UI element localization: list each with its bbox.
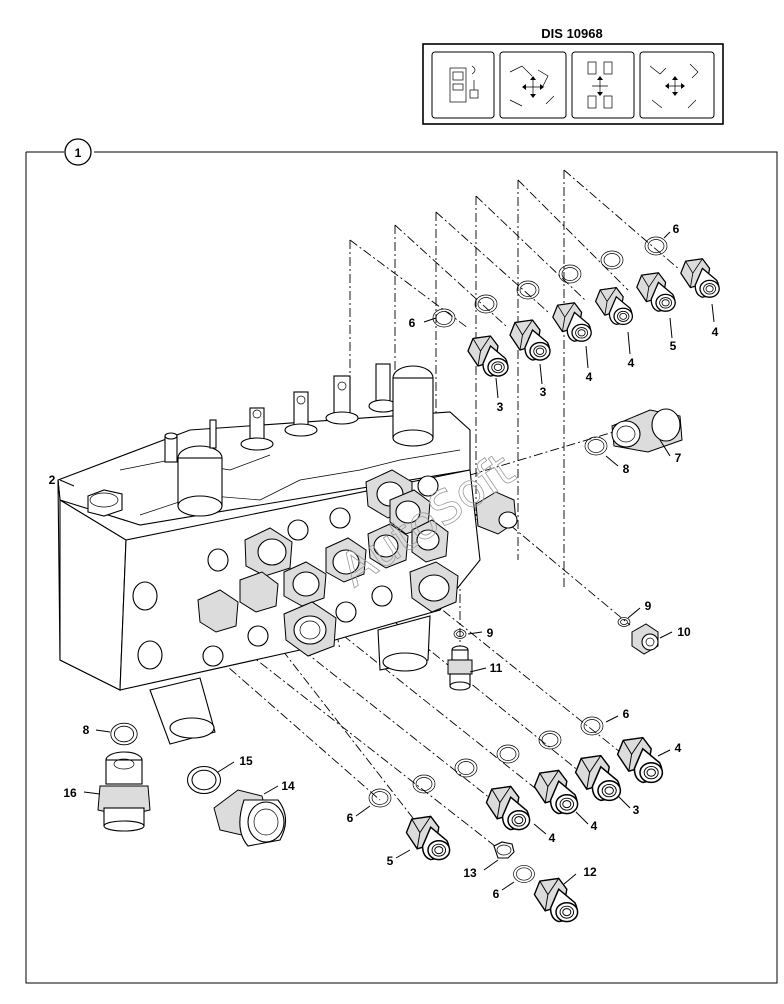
fitting-11	[447, 645, 473, 691]
callout-12: 12	[583, 865, 597, 879]
callout-4-lower-a: 4	[549, 831, 556, 845]
callout-4-lower-b: 4	[591, 819, 598, 833]
side-fittings	[447, 408, 683, 691]
callout-6-bottom: 6	[493, 887, 500, 901]
control-valve-block	[57, 363, 518, 745]
callout-8-right: 8	[623, 462, 630, 476]
o-ring	[368, 788, 392, 808]
callout-6-lower-left: 6	[347, 811, 354, 825]
group-number: 1	[75, 146, 82, 160]
lower-port-fittings	[368, 716, 664, 923]
decal-panel-2	[499, 51, 567, 119]
group-number-badge: 1	[64, 138, 92, 166]
o-ring	[412, 774, 436, 794]
o-ring	[432, 308, 456, 328]
callout-7: 7	[675, 451, 682, 465]
lever-pattern-icon	[587, 61, 613, 109]
callout-16: 16	[63, 786, 77, 800]
port-fitting	[533, 769, 579, 815]
callout-8-left: 8	[83, 723, 90, 737]
callout-6-upper-left: 6	[409, 316, 416, 330]
fitting-10	[631, 623, 659, 655]
fitting-16	[97, 751, 151, 832]
decal-panel-4	[639, 51, 715, 119]
decal-panel-1	[431, 51, 495, 119]
o-ring-9-right	[617, 617, 631, 627]
callout-9-center: 9	[487, 626, 494, 640]
callout-3-lower: 3	[633, 803, 640, 817]
o-ring-8-left	[110, 722, 138, 746]
callout-4-a: 4	[586, 370, 593, 384]
excavator-arrows-icon	[649, 63, 699, 109]
callout-3-b: 3	[540, 385, 547, 399]
port-fitting	[616, 736, 664, 784]
o-ring	[454, 758, 478, 778]
o-ring-6-bottom	[513, 865, 535, 883]
o-ring	[580, 716, 604, 736]
boom-bucket-arrows-icon	[509, 65, 555, 107]
decal-title: DIS 10968	[541, 26, 602, 41]
port-fitting	[467, 335, 509, 377]
callout-9-right: 9	[645, 599, 652, 613]
port-fitting	[405, 815, 451, 861]
o-ring-8-right	[584, 436, 608, 456]
callout-10: 10	[677, 625, 691, 639]
callout-6-upper-right: 6	[673, 222, 680, 236]
o-ring	[600, 250, 624, 270]
o-ring	[538, 730, 562, 750]
port-fitting	[636, 272, 676, 312]
port-fitting	[574, 754, 622, 802]
o-ring	[644, 236, 668, 256]
o-ring	[516, 280, 540, 300]
port-fitting	[509, 319, 551, 361]
callout-4-c: 4	[712, 325, 719, 339]
spool-stems	[164, 363, 434, 517]
callout-15: 15	[239, 754, 253, 768]
callout-5-lower: 5	[387, 854, 394, 868]
port-fitting	[594, 286, 634, 326]
callout-2: 2	[49, 473, 56, 487]
fitting-12	[533, 877, 579, 923]
o-ring-15	[186, 765, 222, 795]
callout-14: 14	[281, 779, 295, 793]
callout-labels: 2 6 6 3 3 4 4 5 4 8 7 9 10 9 11 8 16 15 …	[49, 222, 719, 901]
o-ring	[474, 294, 498, 314]
decal-frame	[422, 43, 724, 125]
plug-13	[493, 841, 515, 859]
port-fitting	[552, 302, 592, 342]
callout-5-upper: 5	[670, 339, 677, 353]
callout-4-b: 4	[628, 356, 635, 370]
valve-ports	[132, 469, 459, 670]
fitting-14	[213, 789, 287, 847]
o-ring	[558, 264, 582, 284]
lower-left-fittings	[97, 722, 287, 847]
callout-6-lower-right: 6	[623, 707, 630, 721]
fitting-7	[611, 408, 683, 453]
leader-lines	[59, 231, 715, 891]
callout-3-a: 3	[497, 400, 504, 414]
callout-4-lower-c: 4	[675, 741, 682, 755]
port-fitting	[680, 258, 720, 298]
o-ring	[496, 744, 520, 764]
callout-13: 13	[463, 866, 477, 880]
port-fitting	[485, 785, 531, 831]
decal-panel-3	[571, 51, 635, 119]
control-pattern-icon	[449, 65, 479, 103]
decal-dis-10968: DIS 10968	[422, 26, 724, 125]
callout-11: 11	[490, 661, 503, 675]
group-frame	[25, 151, 778, 984]
